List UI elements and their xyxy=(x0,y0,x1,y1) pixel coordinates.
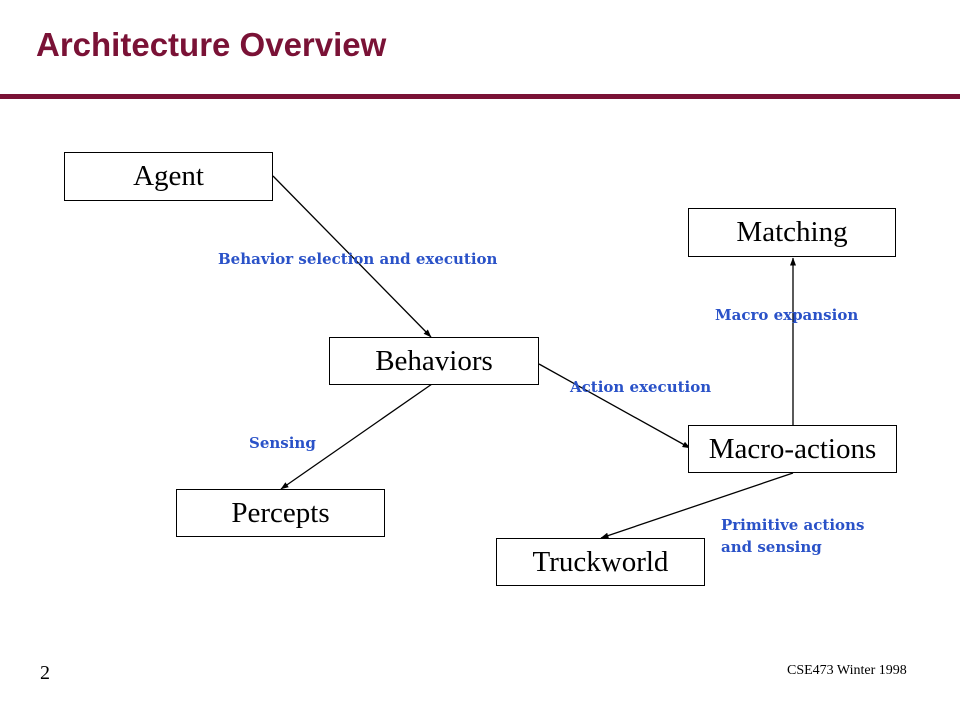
edge-agent-behaviors xyxy=(265,168,432,338)
edge-label-macro-expansion: Macro expansion xyxy=(715,306,859,324)
page-number: 2 xyxy=(40,662,50,684)
edge-behaviors-macro-actions xyxy=(538,363,691,449)
percepts-node: Percepts xyxy=(176,489,385,537)
agent-node: Agent xyxy=(64,152,273,201)
edge-label-behavior-selection: Behavior selection and execution xyxy=(218,250,498,268)
edge-macro-actions-truckworld xyxy=(600,472,794,539)
edge-label-sensing: Sensing xyxy=(249,434,316,452)
macro-actions-node: Macro-actions xyxy=(688,425,897,473)
slide-title: Architecture Overview xyxy=(36,26,387,63)
matching-node: Matching xyxy=(688,208,896,257)
edge-label-action-execution: Action execution xyxy=(570,378,712,396)
truckworld-node: Truckworld xyxy=(496,538,705,586)
title-divider xyxy=(0,94,960,99)
slide-footer: CSE473 Winter 1998 xyxy=(787,663,907,678)
edge-behaviors-percepts xyxy=(280,383,433,490)
edge-label-primitive-actions: Primitive actions and sensing xyxy=(721,516,865,556)
behaviors-node: Behaviors xyxy=(329,337,539,385)
